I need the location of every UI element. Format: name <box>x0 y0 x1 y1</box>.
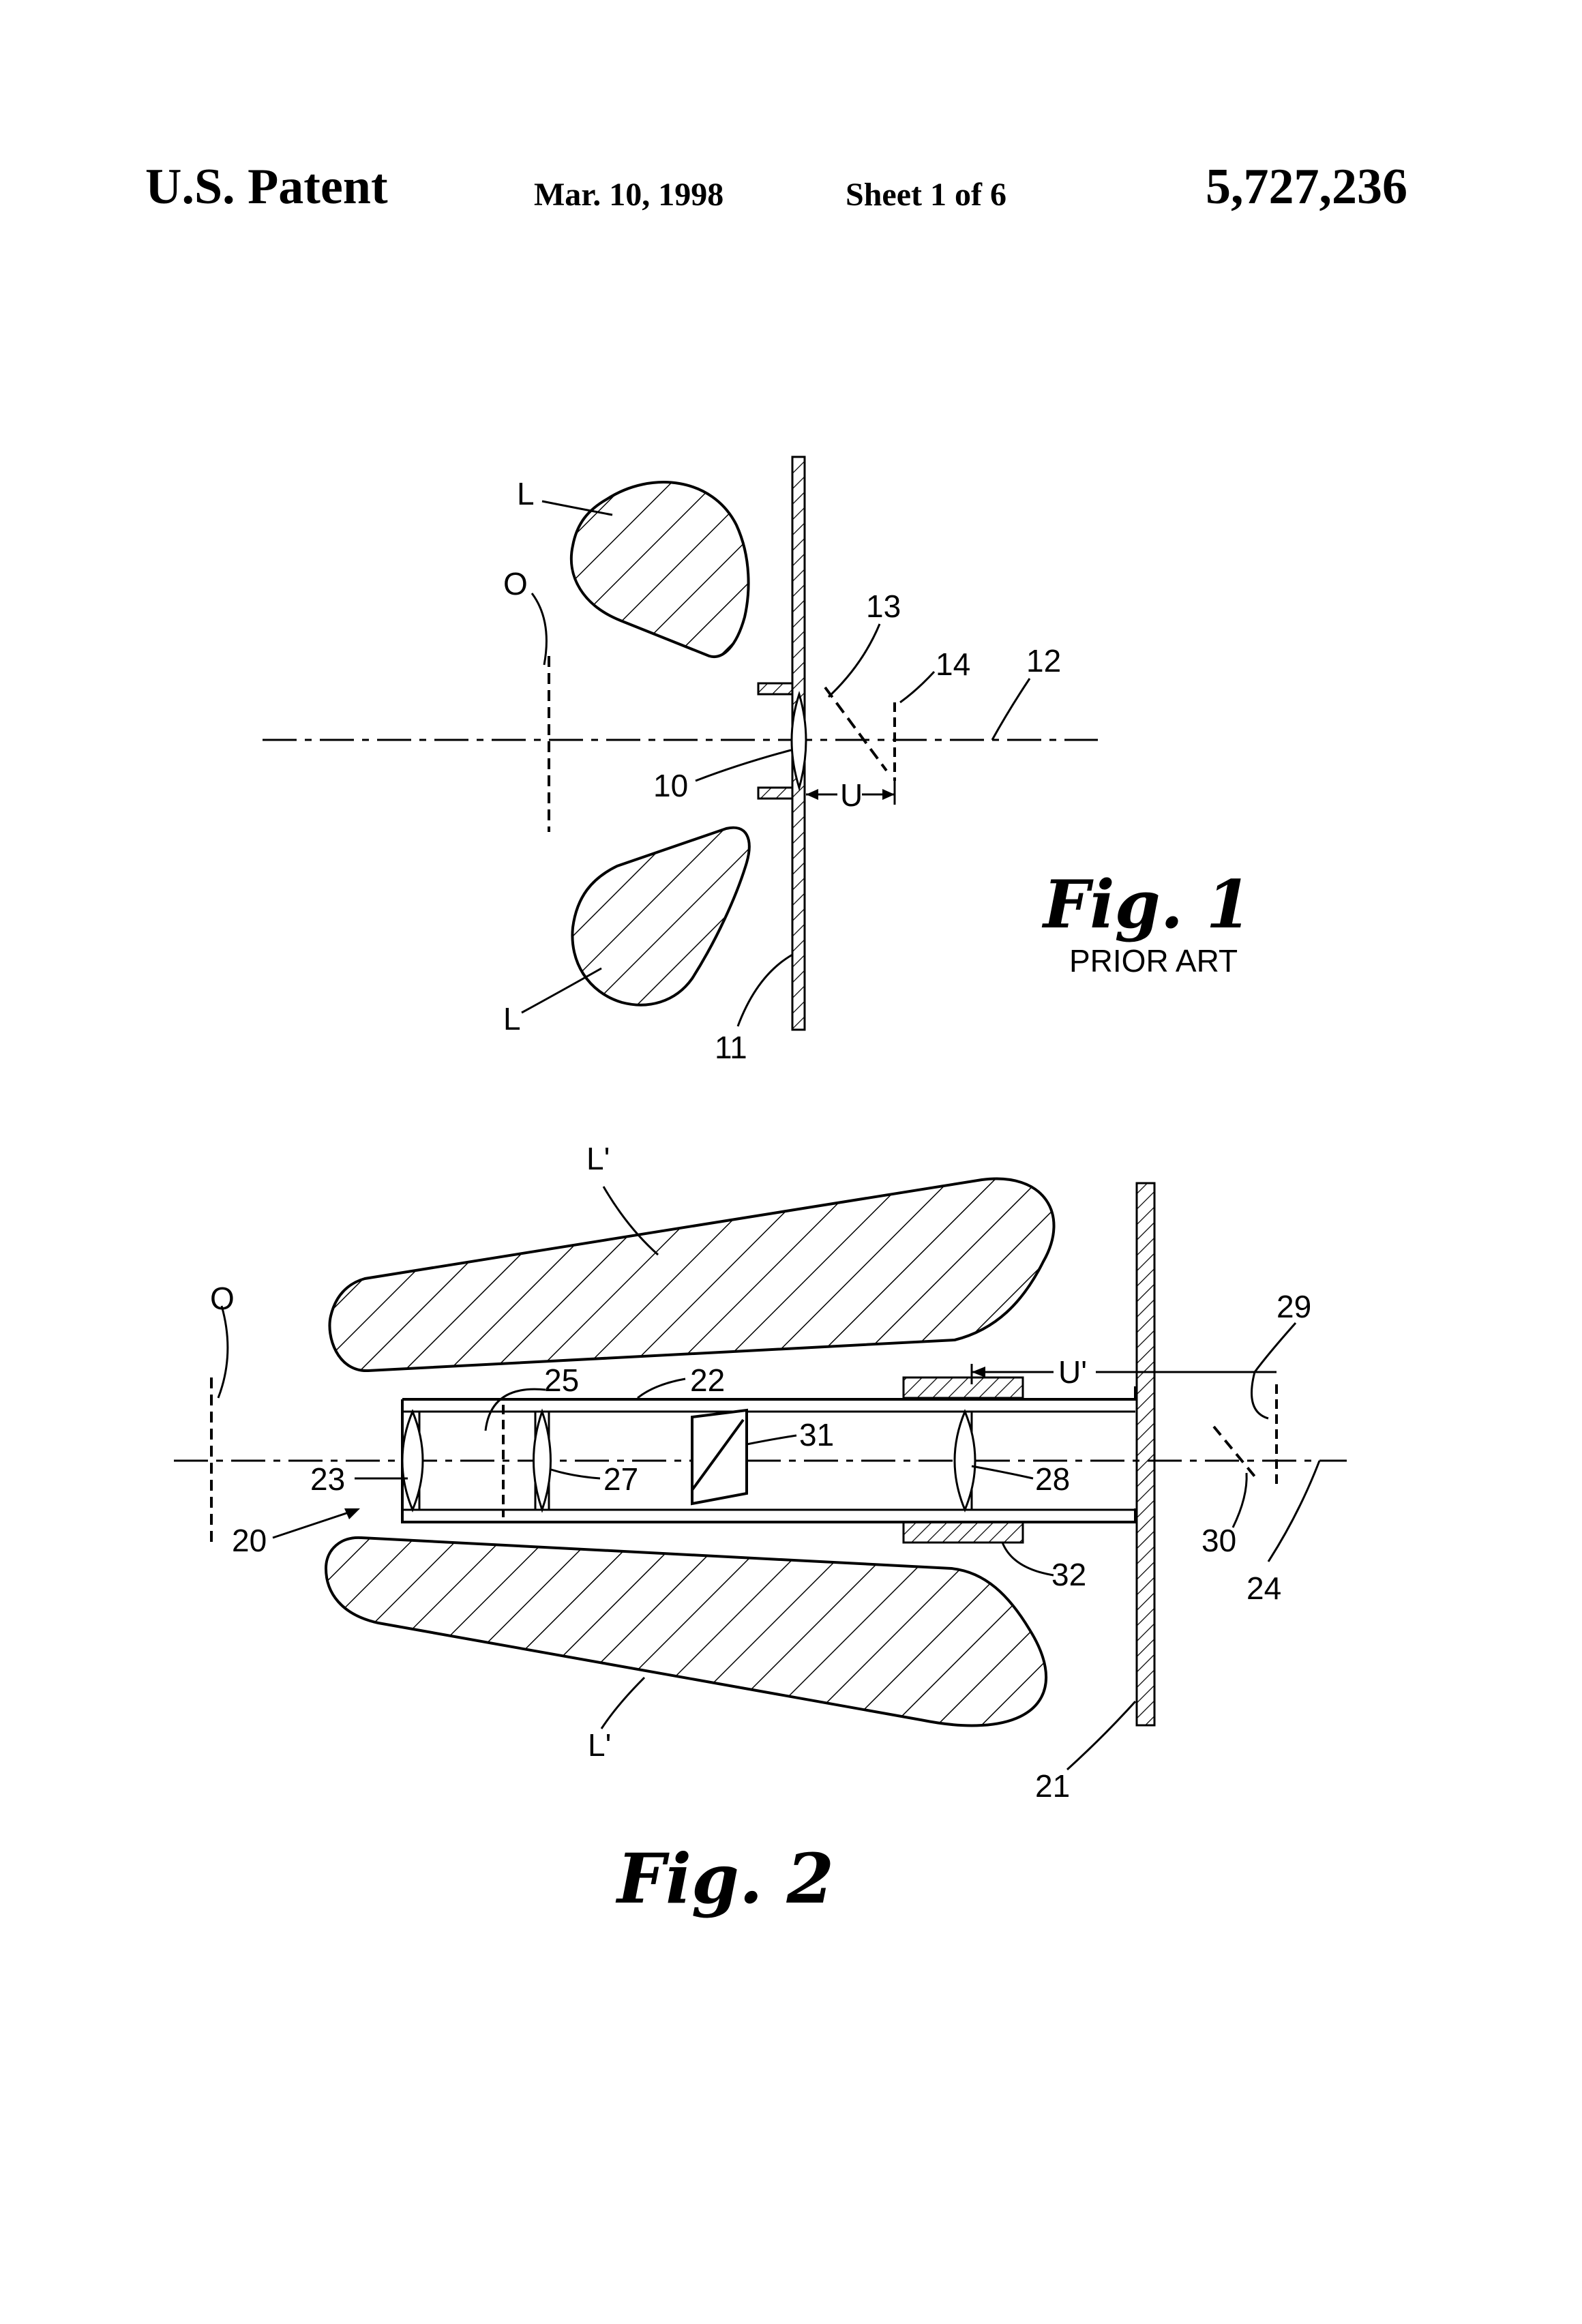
fig2-label-20: 20 <box>232 1523 267 1558</box>
fig2-coil-lower <box>324 1536 1048 1727</box>
fig2-label-30: 30 <box>1202 1523 1236 1558</box>
header-sheet: Sheet 1 of 6 <box>846 177 1006 213</box>
fig1-lens-mount-lower <box>757 786 794 800</box>
fig2-bulkhead <box>1135 1182 1156 1727</box>
fig1-label-L-bottom: L <box>503 1001 521 1037</box>
fig2-caption: Fig. 2 <box>615 1838 834 1919</box>
fig1-label-U: U <box>840 777 863 813</box>
fig2-label-21: 21 <box>1035 1768 1070 1804</box>
header-patent: U.S. Patent <box>145 159 388 215</box>
fig2-label-27: 27 <box>603 1461 638 1497</box>
fig1-coil-upper <box>569 481 750 659</box>
fig2-beam-splitter <box>1212 1425 1256 1478</box>
fig2-label-L-bottom: L' <box>588 1727 611 1763</box>
fig1-label-11: 11 <box>715 1030 747 1065</box>
fig1-label-13: 13 <box>866 589 901 624</box>
fig1-lens-mount-upper <box>757 682 794 696</box>
fig2-label-L-top: L' <box>586 1141 610 1176</box>
fig2-label-31: 31 <box>799 1417 834 1452</box>
fig2-label-O: O <box>210 1281 235 1316</box>
fig1-beam-splitter <box>824 686 888 772</box>
fig2-coil-upper <box>328 1177 1056 1373</box>
fig2-arrow-20 <box>272 1509 355 1539</box>
fig2-label-24: 24 <box>1247 1570 1281 1606</box>
fig2-lens-barrel <box>401 1386 1137 1523</box>
fig1-objective-lens <box>790 690 807 792</box>
fig2-label-23: 23 <box>310 1461 345 1497</box>
fig1-label-L-top: L <box>517 476 535 511</box>
fig2-label-29: 29 <box>1277 1289 1311 1324</box>
fig1-label-12: 12 <box>1026 643 1061 679</box>
fig2-label-U: U' <box>1058 1354 1087 1390</box>
fig2-mount-lower <box>902 1521 1024 1544</box>
fig2-label-22: 22 <box>690 1362 725 1398</box>
header-date: Mar. 10, 1998 <box>534 177 724 213</box>
fig2-lens-23 <box>401 1409 424 1513</box>
fig2-lens-27 <box>533 1408 552 1513</box>
figure-2: L' O 29 U' 25 22 31 23 27 28 20 30 32 24… <box>174 1141 1347 1919</box>
fig1-subcaption: PRIOR ART <box>1069 943 1238 979</box>
fig1-label-O: O <box>503 566 528 601</box>
header-patent-number: 5,727,236 <box>1206 159 1407 215</box>
fig1-label-14: 14 <box>936 646 970 682</box>
figure-1: L O 13 14 12 10 U L 11 Fig. 1 PRIOR ART <box>263 456 1251 1065</box>
fig1-coil-lower <box>571 826 751 1007</box>
fig2-label-28: 28 <box>1035 1461 1070 1497</box>
fig1-label-10: 10 <box>653 768 688 803</box>
fig1-caption: Fig. 1 <box>1041 866 1251 943</box>
fig2-prism <box>691 1408 748 1506</box>
fig2-label-32: 32 <box>1051 1557 1086 1592</box>
fig2-mount-upper <box>902 1376 1024 1399</box>
fig2-label-25: 25 <box>544 1362 579 1398</box>
fig2-lens-28 <box>953 1409 976 1513</box>
